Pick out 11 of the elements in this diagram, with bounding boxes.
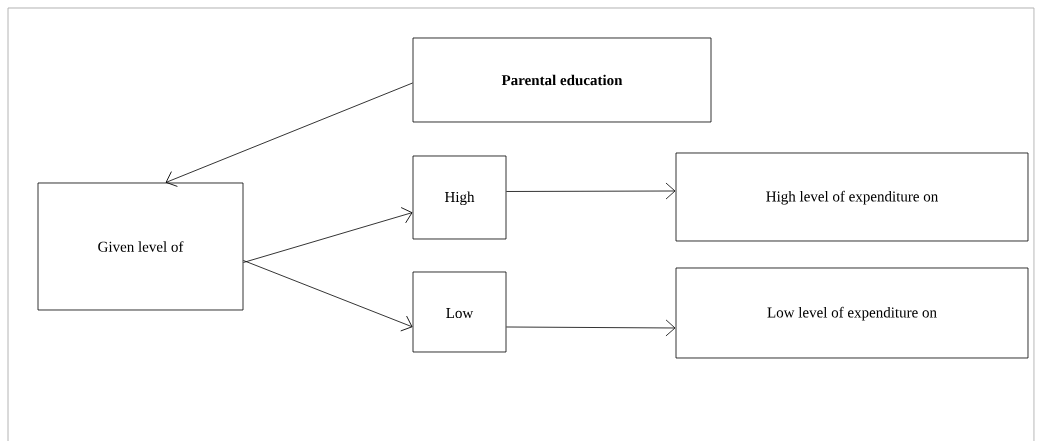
text-box: Low <box>412 271 507 353</box>
text-box: High <box>412 155 507 240</box>
arrow <box>243 207 413 263</box>
arrow <box>243 260 413 332</box>
text-box: High level of expenditure on <box>675 152 1029 242</box>
arrow <box>165 82 413 187</box>
text-box: Low level of expenditure on <box>675 267 1029 359</box>
arrow <box>506 182 676 200</box>
text-box: Parental education <box>412 37 712 123</box>
text-box: Given level of <box>37 182 244 311</box>
arrow <box>506 319 676 337</box>
